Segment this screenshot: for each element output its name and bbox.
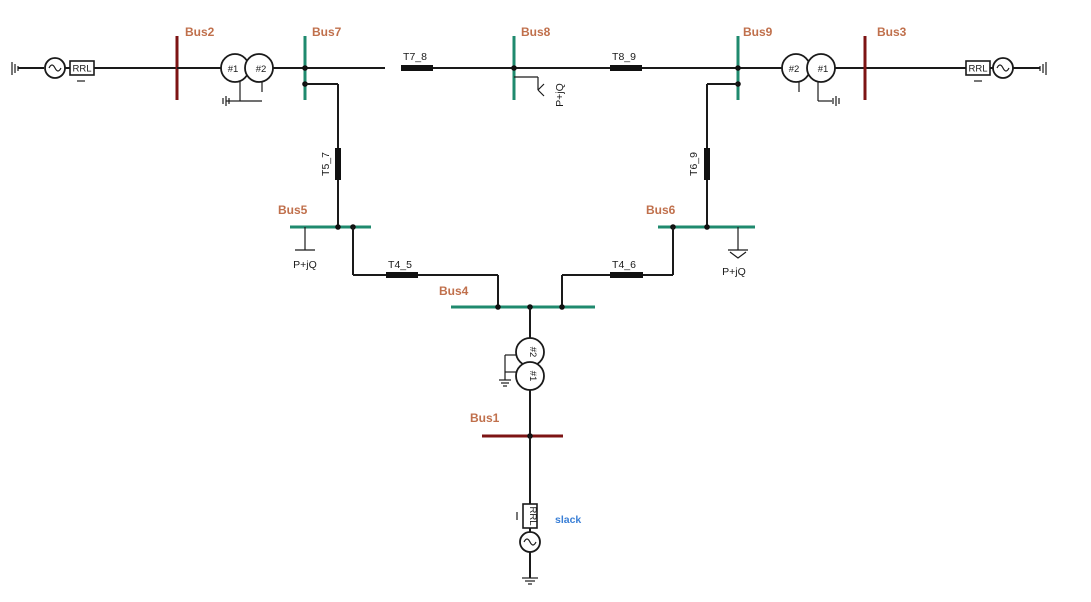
transformer-2-7[interactable]: #1 #2 [220,53,274,106]
load-bus5-label: P+jQ [293,259,317,271]
load-bus6[interactable]: P+jQ [722,227,748,278]
line-t4-6-label: T4_6 [612,259,636,271]
line-t4-5[interactable] [386,272,418,278]
rrl-label-gen3: RRL [968,64,987,75]
line-t8-9[interactable] [610,65,642,71]
bus7-label: Bus7 [312,25,342,39]
line-t7-8-label: T7_8 [403,51,427,63]
load-bus5[interactable]: P+jQ [293,227,317,271]
transformer-4-1[interactable]: #2 #1 [499,337,545,391]
rrl-label-slack: RRL [527,506,538,525]
generator-3-branch[interactable]: RRL [965,57,1047,82]
bus6-label: Bus6 [646,203,676,217]
bus8-label: Bus8 [521,25,551,39]
slack-label: slack [555,514,581,526]
bus9-label: Bus9 [743,25,773,39]
load-bus6-label: P+jQ [722,266,746,278]
winding-2-label: #2 [256,64,267,75]
line-t6-9-label: T6_9 [688,152,700,176]
line-t7-8[interactable] [401,65,433,71]
bus3-label: Bus3 [877,25,907,39]
load-bus8-label: P+jQ [554,83,566,107]
generator-2-branch[interactable]: RRL [11,57,177,82]
rrl-label-gen2: RRL [72,64,91,75]
line-t5-7-label: T5_7 [320,152,332,176]
slack-generator[interactable]: RRL [516,503,541,585]
winding-2-label: #2 [527,347,538,358]
line-t4-6[interactable] [610,272,643,278]
line-t4-5-label: T4_5 [388,259,412,271]
line-t8-9-label: T8_9 [612,51,636,63]
bus2-label: Bus2 [185,25,215,39]
winding-2-label: #2 [789,64,800,75]
winding-1-label: #1 [228,64,239,75]
winding-1-label: #1 [527,371,538,382]
line-t6-9[interactable] [704,148,710,180]
bus1-label: Bus1 [470,411,500,425]
bus4-label: Bus4 [439,284,469,298]
winding-1-label: #1 [818,64,829,75]
bus5-label: Bus5 [278,203,308,217]
line-t5-7[interactable] [335,148,341,180]
transformer-9-3[interactable]: #2 #1 [781,53,840,106]
load-bus8[interactable]: P+jQ [514,76,566,107]
